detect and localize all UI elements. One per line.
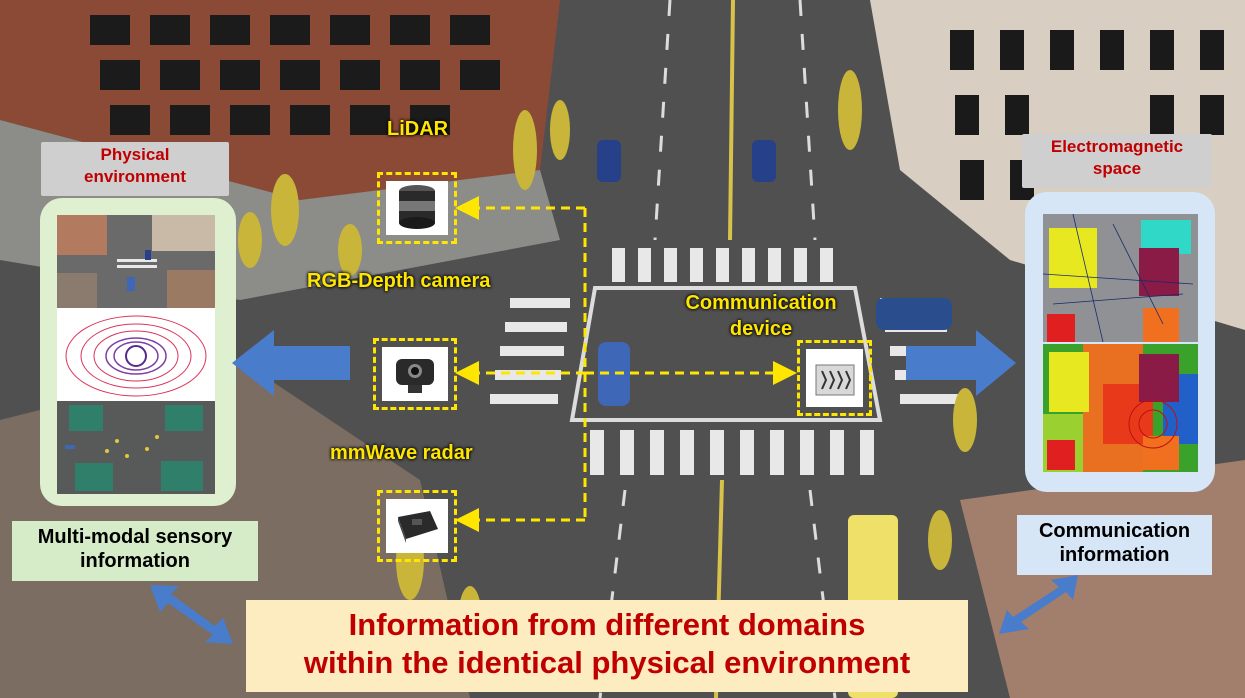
electromagnetic-space-title-line2: space	[1092, 159, 1142, 178]
banner-line1: Information from different domains	[348, 607, 866, 642]
depth-camera-icon	[396, 359, 434, 393]
radar-icon	[398, 511, 438, 543]
electromagnetic-space-title: Electromagnetic space	[1022, 134, 1212, 188]
birds-eye-view-image	[57, 215, 215, 308]
electromagnetic-space-panel	[1025, 192, 1215, 492]
left-double-arrow	[150, 585, 233, 644]
physical-environment-title: Physical environment	[41, 142, 229, 196]
communication-device-sensor-box	[797, 340, 872, 416]
physical-environment-title-line2: environment	[83, 167, 187, 186]
signal-heatmap-image	[1043, 344, 1198, 472]
antenna-array-icon	[815, 364, 855, 396]
communication-device-label-line1: Communication	[685, 292, 837, 314]
communication-caption-line2: information	[1059, 544, 1170, 566]
electromagnetic-space-title-line1: Electromagnetic	[1050, 137, 1184, 156]
ray-tracing-scene-image	[1043, 214, 1198, 342]
lidar-icon	[399, 185, 435, 229]
lidar-point-cloud-image	[57, 308, 215, 401]
lidar-sensor-box	[377, 172, 457, 244]
communication-info-box: Communication information	[1017, 515, 1212, 575]
rgb-depth-camera-sensor-box	[373, 338, 457, 410]
mmwave-radar-label: mmWave radar	[330, 442, 473, 464]
communication-caption-line1: Communication	[1038, 520, 1191, 542]
domains-banner: Information from different domains withi…	[246, 600, 968, 692]
lidar-label: LiDAR	[387, 118, 449, 140]
physical-environment-title-line1: Physical	[100, 145, 170, 164]
banner-line2: within the identical physical environmen…	[303, 645, 911, 680]
rgb-depth-camera-label: RGB-Depth camera	[307, 270, 491, 292]
multi-modal-caption-line2: information	[80, 550, 190, 572]
physical-environment-panel	[40, 198, 236, 506]
communication-device-label-line2: device	[729, 318, 793, 340]
communication-device-label: Communication device	[668, 290, 854, 342]
right-arrow	[906, 330, 1016, 396]
right-double-arrow	[999, 575, 1078, 634]
multi-modal-caption-line1: Multi-modal sensory	[37, 526, 233, 548]
left-arrow	[232, 330, 350, 396]
multi-modal-sensory-info-box: Multi-modal sensory information	[12, 521, 258, 581]
radar-view-image	[57, 401, 215, 494]
